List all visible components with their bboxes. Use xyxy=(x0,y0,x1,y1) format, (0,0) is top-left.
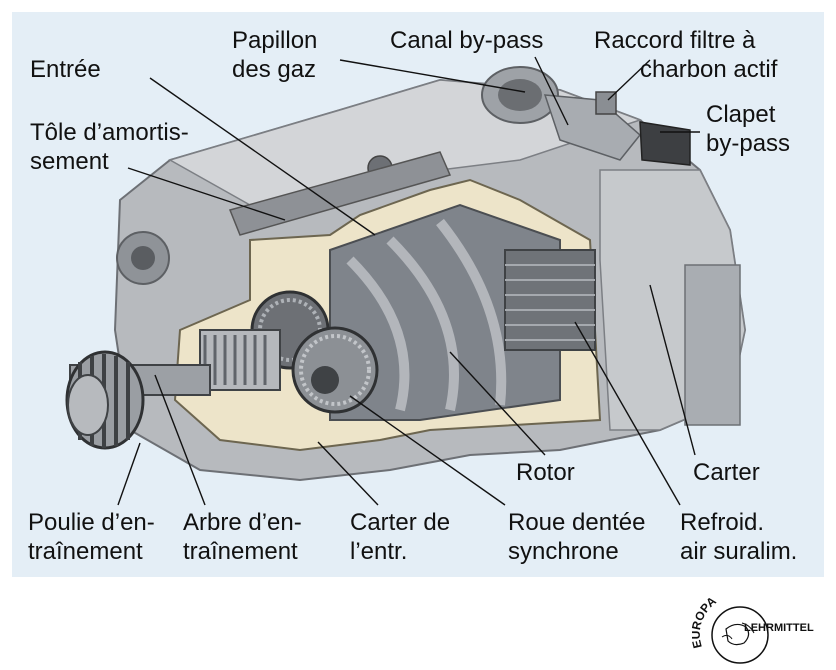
label-carter: Carter xyxy=(693,459,760,486)
drive-pulley xyxy=(65,350,145,450)
label-raccord-filtre: Raccord filtre à charbon actif xyxy=(594,27,778,83)
label-rotor: Rotor xyxy=(516,459,575,486)
label-canal-by-pass: Canal by-pass xyxy=(390,27,544,54)
logo-bottom-text: LEHRMITTEL xyxy=(744,622,814,634)
label-entree: Entrée xyxy=(30,56,101,83)
label-carter-entrainement: Carter de l’entr. xyxy=(350,509,451,565)
label-refroidisseur-air: Refroid. air suralim. xyxy=(680,509,798,565)
cut-section xyxy=(173,178,602,452)
europa-lehrmittel-logo: EUROPA LEHRMITTEL xyxy=(692,594,814,664)
label-poulie-entrainement: Poulie d’en- traînement xyxy=(28,509,155,565)
leader-lines xyxy=(117,56,700,506)
label-clapet-by-pass: Clapet by-pass xyxy=(706,101,791,157)
label-roue-dentee-synchrone: Roue dentée synchrone xyxy=(508,509,646,565)
label-arbre-entrainement: Arbre d’en- traînement xyxy=(183,509,302,565)
label-papillon-des-gaz: Papillon des gaz xyxy=(232,27,318,83)
label-tole-amortissement: Tôle d’amortis- sement xyxy=(30,119,189,175)
intake-assembly xyxy=(481,66,691,166)
